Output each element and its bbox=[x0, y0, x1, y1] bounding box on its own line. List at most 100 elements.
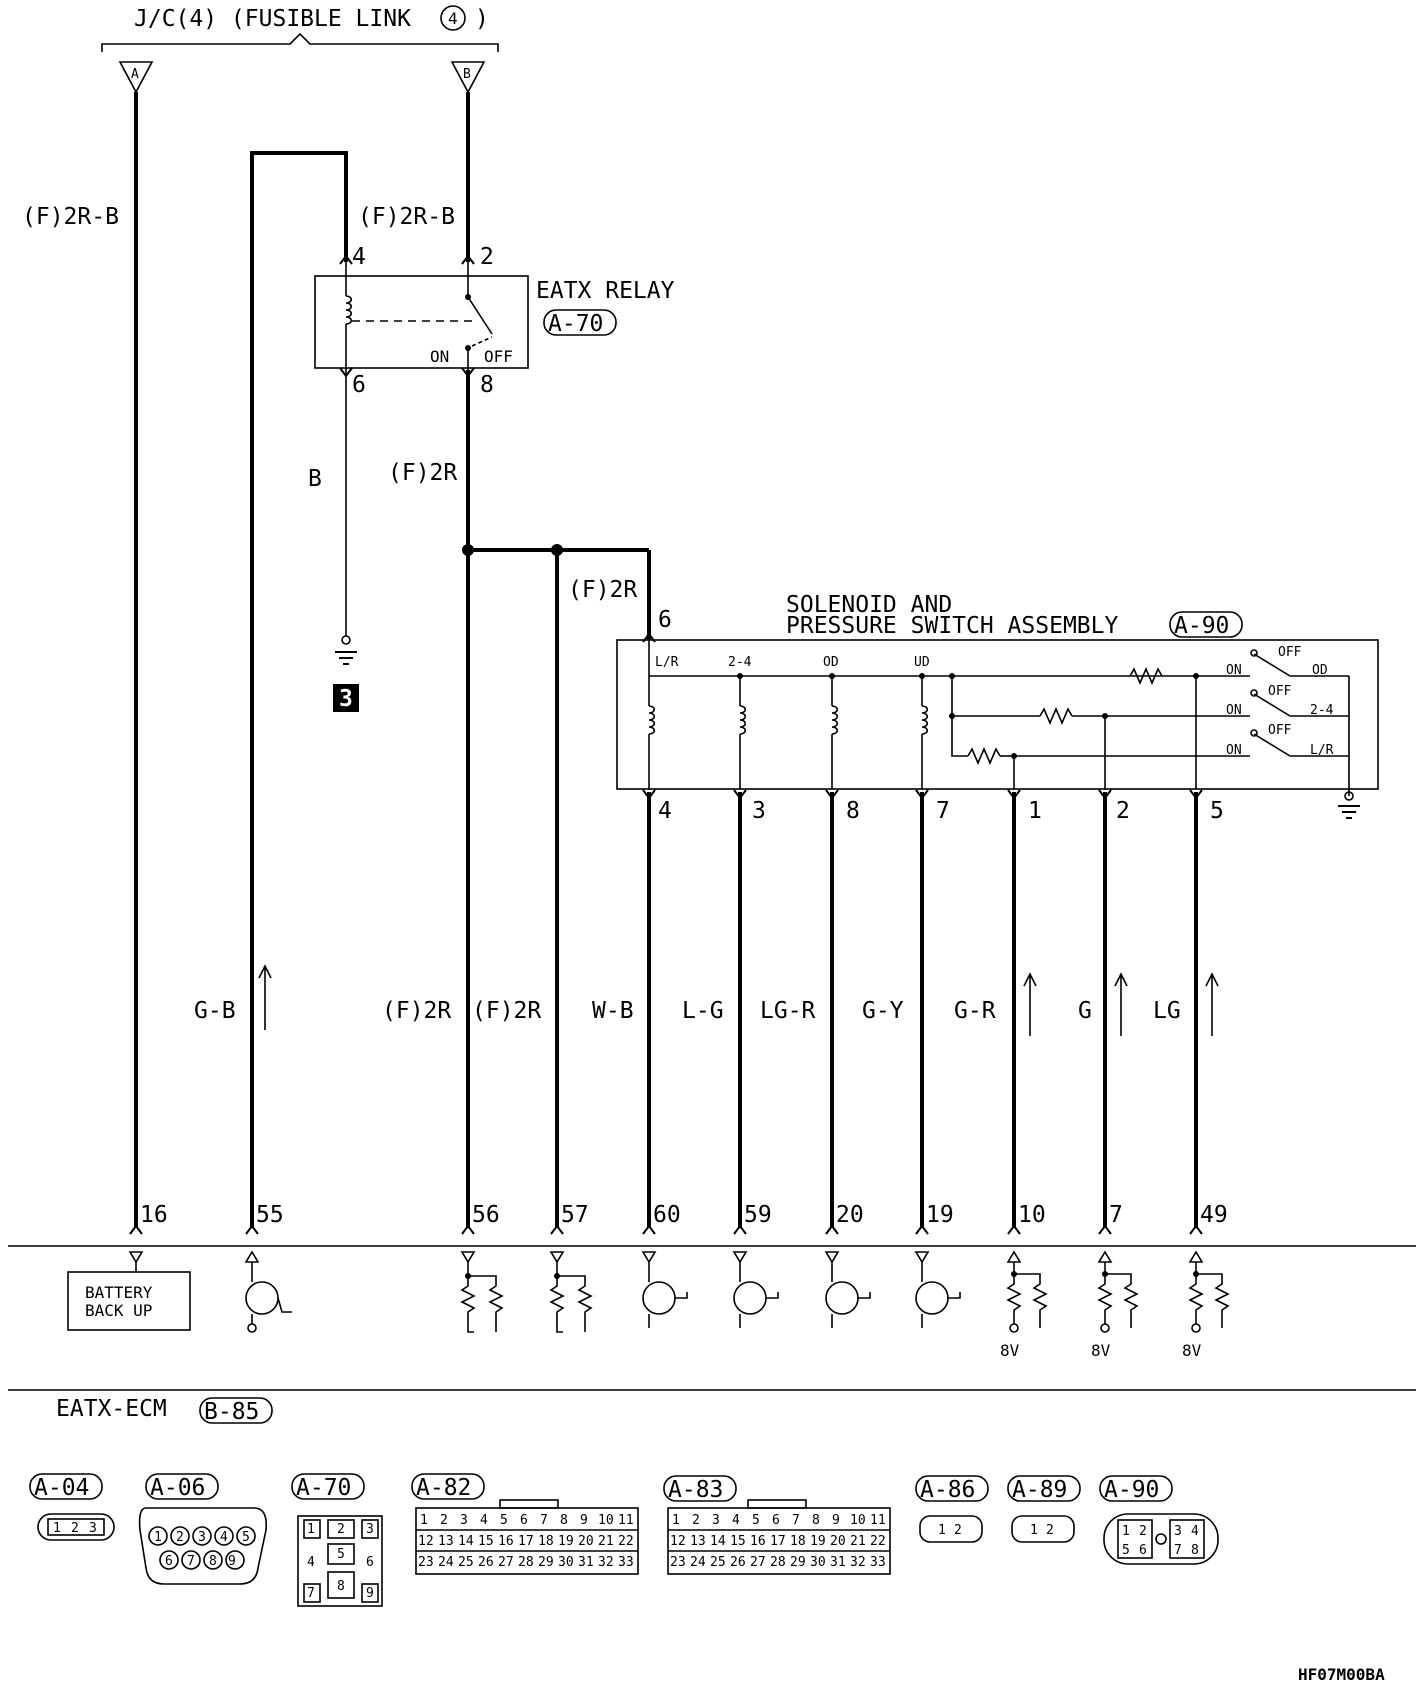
connector-a-70-ref: A-70 bbox=[296, 1475, 351, 1501]
svg-text:26: 26 bbox=[478, 1555, 494, 1570]
connector-a-89-ref: A-89 bbox=[1012, 1477, 1067, 1503]
svg-text:26: 26 bbox=[730, 1555, 746, 1570]
driver-20 bbox=[824, 1251, 871, 1328]
svg-text:22: 22 bbox=[618, 1534, 634, 1549]
ecm-pin-19: 19 bbox=[926, 1202, 954, 1228]
svg-text:1: 1 bbox=[420, 1513, 428, 1528]
pressure-switch-od: ON OFF OD bbox=[1226, 645, 1349, 678]
svg-text:4: 4 bbox=[1191, 1524, 1199, 1539]
svg-text:9: 9 bbox=[228, 1554, 236, 1569]
driver-19 bbox=[914, 1251, 961, 1328]
svg-text:33: 33 bbox=[618, 1555, 634, 1570]
svg-text:16: 16 bbox=[750, 1534, 766, 1549]
svg-text:21: 21 bbox=[598, 1534, 614, 1549]
ecm-pin-57: 57 bbox=[561, 1202, 589, 1228]
svg-text:2: 2 bbox=[1139, 1524, 1147, 1539]
relay-box bbox=[314, 275, 529, 369]
svg-text:21: 21 bbox=[850, 1534, 866, 1549]
wire-color-g: G bbox=[1078, 998, 1092, 1024]
pressure-switch-2-4: ON OFF 2-4 bbox=[1226, 684, 1349, 718]
svg-text:7: 7 bbox=[187, 1554, 195, 1569]
eatx-relay: 4 2 6 8 ON OFF EATX RELAY A-70 bbox=[314, 244, 675, 398]
svg-text:27: 27 bbox=[750, 1555, 766, 1570]
svg-text:20: 20 bbox=[830, 1534, 846, 1549]
svg-text:3: 3 bbox=[1174, 1524, 1182, 1539]
wire-color-56: (F)2R bbox=[382, 998, 451, 1024]
header-title: J/C(4) (FUSIBLE LINK bbox=[134, 6, 411, 32]
coil-od: OD bbox=[823, 655, 839, 789]
svg-text:8: 8 bbox=[560, 1513, 568, 1528]
resistor-lr bbox=[967, 746, 1001, 766]
svg-text:30: 30 bbox=[558, 1555, 574, 1570]
connector-views: A-04 1 2 3 A-06 1 2 3 4 5 6 7 8 9 A-70 bbox=[29, 1473, 1219, 1607]
relay-pin-2: 2 bbox=[480, 244, 494, 270]
solenoid-pin-3: 3 bbox=[752, 798, 766, 824]
svg-text:6: 6 bbox=[366, 1555, 374, 1570]
ecm-pin-7: 7 bbox=[1109, 1202, 1123, 1228]
wire-color-lg-r: LG-R bbox=[760, 998, 816, 1024]
battery-line1: BATTERY bbox=[85, 1283, 153, 1302]
svg-text:12: 12 bbox=[418, 1534, 434, 1549]
svg-text:8: 8 bbox=[209, 1554, 217, 1569]
pressure-switch-lr: ON OFF L/R bbox=[1226, 723, 1349, 758]
connector-a-83-ref: A-83 bbox=[668, 1477, 723, 1503]
svg-text:8: 8 bbox=[812, 1513, 820, 1528]
resistor-2-4 bbox=[1039, 706, 1073, 726]
svg-text:22: 22 bbox=[870, 1534, 886, 1549]
driver-59 bbox=[732, 1251, 779, 1328]
transistor-icon bbox=[825, 1281, 859, 1315]
relay-ref: A-70 bbox=[548, 311, 603, 337]
relay-ref-badge bbox=[543, 309, 617, 336]
resistor-od bbox=[1129, 666, 1163, 686]
svg-text:2: 2 bbox=[71, 1521, 79, 1536]
svg-text:17: 17 bbox=[518, 1534, 534, 1549]
svg-text:30: 30 bbox=[810, 1555, 826, 1570]
fusible-link-number: 4 bbox=[448, 9, 458, 28]
ground-ref-badge bbox=[333, 684, 359, 712]
coil-od-label: OD bbox=[823, 655, 839, 670]
ecm-internals: BATTERY BACK UP bbox=[8, 1250, 1416, 1391]
ecm-pin-row: 16 55 56 57 60 59 20 19 10 7 49 bbox=[8, 1202, 1416, 1247]
header-brace bbox=[101, 32, 499, 52]
connector-a-82: A-82 1 2 3 4 5 6 7 8 9 10 11 12 13 14 15… bbox=[411, 1473, 639, 1575]
a83-pin-grid: 1 2 3 4 5 6 7 8 9 10 11 12 13 14 15 16 1… bbox=[670, 1513, 886, 1570]
svg-text:32: 32 bbox=[850, 1555, 866, 1570]
ecm-pin-10: 10 bbox=[1018, 1202, 1046, 1228]
svg-text:7: 7 bbox=[540, 1513, 548, 1528]
svg-text:9: 9 bbox=[580, 1513, 588, 1528]
svg-text:25: 25 bbox=[458, 1555, 474, 1570]
svg-text:23: 23 bbox=[670, 1555, 686, 1570]
ecm-name: EATX-ECM bbox=[56, 1396, 167, 1422]
svg-text:1: 1 bbox=[53, 1521, 61, 1536]
svg-text:3: 3 bbox=[366, 1522, 374, 1537]
svg-text:7: 7 bbox=[1174, 1543, 1182, 1558]
svg-text:2: 2 bbox=[1046, 1523, 1054, 1538]
wire-color-g-b: G-B bbox=[194, 998, 236, 1024]
solenoid-pin-8: 8 bbox=[846, 798, 860, 824]
svg-text:24: 24 bbox=[438, 1555, 454, 1570]
svg-text:27: 27 bbox=[498, 1555, 514, 1570]
transistor-icon bbox=[733, 1281, 767, 1315]
svg-text:2: 2 bbox=[440, 1513, 448, 1528]
relay-ground: 3 bbox=[333, 635, 359, 712]
svg-text:5: 5 bbox=[500, 1513, 508, 1528]
ground-ref: 3 bbox=[339, 686, 353, 712]
solenoid-pin-7: 7 bbox=[936, 798, 950, 824]
svg-text:6: 6 bbox=[772, 1513, 780, 1528]
svg-text:5: 5 bbox=[242, 1530, 250, 1545]
relay-pin-8: 8 bbox=[480, 372, 494, 398]
wires bbox=[134, 92, 1198, 1228]
switch-2-4-on: ON bbox=[1226, 703, 1242, 718]
solenoid-ground-icon bbox=[1337, 805, 1361, 819]
pullup-49: 8V bbox=[1182, 1250, 1230, 1360]
connector-a-06: A-06 1 2 3 4 5 6 7 8 9 bbox=[138, 1473, 268, 1585]
wire-color-labels: G-B (F)2R (F)2R W-B L-G LG-R G-Y G-R G L… bbox=[194, 964, 1219, 1036]
switch-lr-off: OFF bbox=[1268, 723, 1292, 738]
wire-label-a: (F)2R-B bbox=[22, 204, 119, 230]
switch-2-4-off: OFF bbox=[1268, 684, 1292, 699]
battery-backup-box bbox=[67, 1271, 191, 1331]
relay-pin-4: 4 bbox=[352, 244, 366, 270]
wire-color-g-y: G-Y bbox=[862, 998, 904, 1024]
coil-ud: UD bbox=[914, 655, 930, 789]
svg-text:28: 28 bbox=[518, 1555, 534, 1570]
